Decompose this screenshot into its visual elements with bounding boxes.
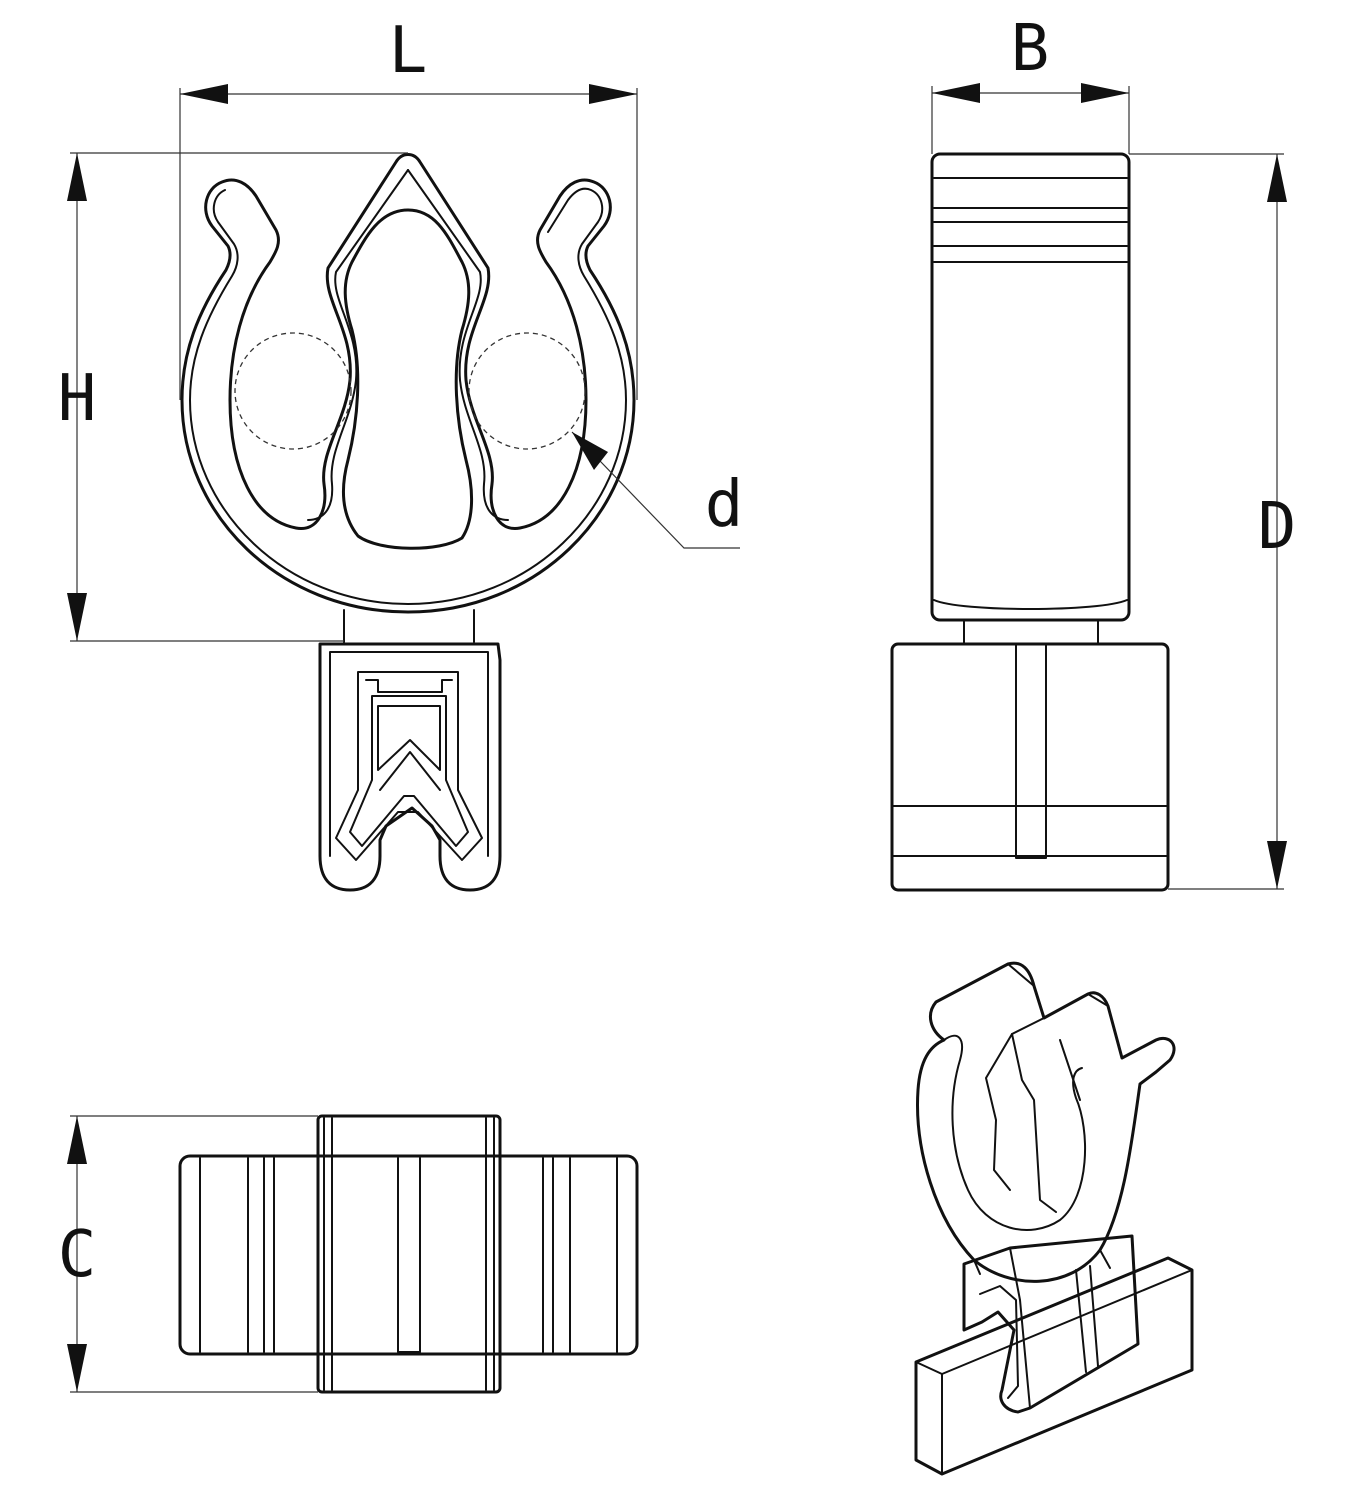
dimension-l: L bbox=[179, 14, 638, 400]
front-view bbox=[180, 153, 636, 892]
label-l: L bbox=[389, 14, 428, 88]
side-view bbox=[890, 152, 1170, 892]
label-depth: D bbox=[1258, 490, 1297, 564]
label-b: B bbox=[1011, 12, 1050, 86]
bottom-view bbox=[178, 1114, 639, 1394]
dimension-d-height: D bbox=[1129, 153, 1297, 890]
label-c: C bbox=[58, 1218, 97, 1292]
dimension-c: C bbox=[58, 1115, 318, 1393]
isometric-view bbox=[914, 961, 1194, 1476]
dimension-h: H bbox=[58, 152, 408, 642]
label-h: H bbox=[58, 362, 97, 436]
label-d: d bbox=[705, 468, 744, 542]
dimension-b: B bbox=[931, 12, 1130, 154]
dimension-d: d bbox=[571, 431, 744, 549]
